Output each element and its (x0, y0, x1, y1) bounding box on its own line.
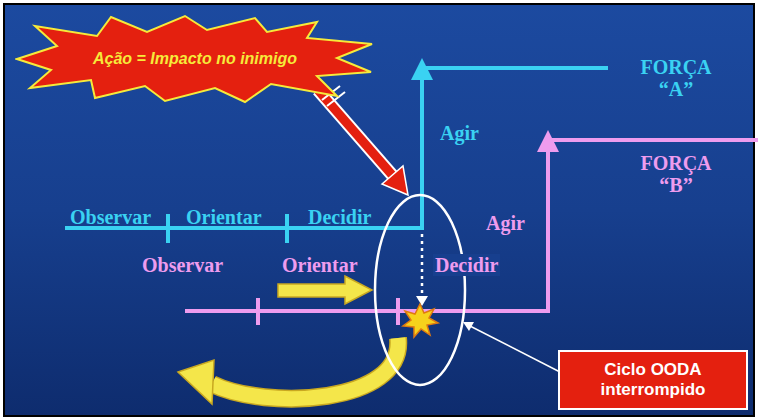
phase-label: Decidir (308, 206, 371, 228)
phase-label: Decidir (433, 254, 500, 276)
yellow-curved-arrowhead (178, 360, 214, 404)
leader-arrowhead (463, 322, 474, 331)
impact-arrow-outline (318, 90, 393, 176)
starburst-outline (17, 16, 372, 102)
yellow-curved-arrow (212, 338, 398, 399)
impact-arrow (318, 90, 393, 176)
force-name: FORÇA “A” (628, 56, 724, 100)
node-text-group: Ciclo OODA interrompido (568, 360, 738, 401)
phase-label: Orientar (282, 254, 358, 276)
leader-line (470, 326, 560, 372)
node-text-group: Ação = Impacto no inimigo (93, 49, 297, 68)
phase-label: Observar (70, 206, 151, 228)
phase-label: Orientar (186, 206, 262, 228)
callout-text: Ação = Impacto no inimigo (93, 49, 297, 68)
interrupt-arrowhead (416, 296, 428, 306)
starburst-callout: Ação = Impacto no inimigo (15, 14, 375, 104)
impact-arrowhead (382, 166, 408, 195)
slide-ground (4, 4, 754, 416)
phase-label: Agir (440, 122, 479, 144)
highlight-ellipse (375, 195, 465, 385)
alert-text: Ciclo OODA interrompido (568, 360, 738, 401)
force-b-arrowhead (537, 130, 559, 152)
phase-label: Agir (486, 212, 525, 234)
force-name: FORÇA “B” (628, 152, 724, 196)
force-b-line (185, 140, 758, 325)
yellow-curved-arrow-outline (212, 338, 398, 399)
yellow-arrow (278, 276, 372, 304)
explosion-symbol (403, 304, 438, 337)
alert-box: Ciclo OODA interrompido (558, 350, 748, 410)
phase-label: Observar (142, 254, 223, 276)
force-a-arrowhead (411, 58, 433, 80)
interrupt-arrow (421, 234, 424, 298)
